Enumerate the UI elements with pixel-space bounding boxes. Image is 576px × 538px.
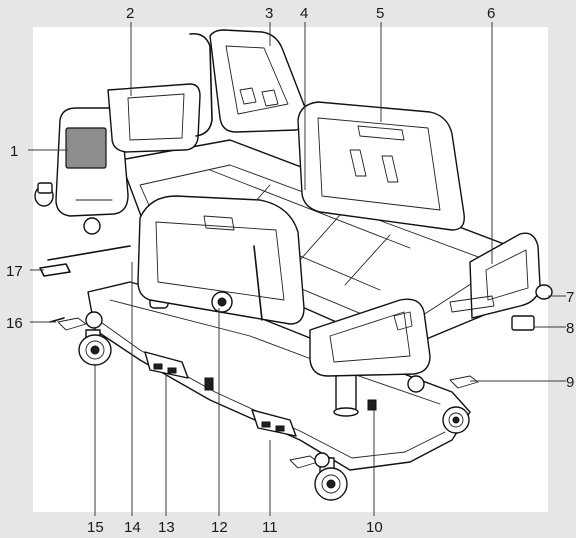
callout-8: 8 (566, 320, 574, 337)
siderail-foot-right (297, 101, 465, 231)
siderail-head-right (209, 29, 308, 133)
caster-rear-right (442, 406, 470, 434)
callout-6: 6 (487, 5, 495, 22)
callout-14: 14 (124, 519, 141, 536)
bed-illustration (34, 29, 553, 501)
callout-17: 17 (6, 263, 23, 280)
callout-7: 7 (566, 289, 574, 306)
callout-12: 12 (211, 519, 228, 536)
brake-pedals (57, 317, 479, 469)
callout-10: 10 (366, 519, 383, 536)
caster-rear-left (34, 182, 54, 207)
callout-9: 9 (566, 374, 574, 391)
callout-13: 13 (158, 519, 175, 536)
callout-1: 1 (10, 143, 18, 160)
callout-5: 5 (376, 5, 384, 22)
head-board (55, 107, 129, 217)
siderail-head-left-front (137, 195, 305, 325)
callout-4: 4 (300, 5, 308, 22)
caster-front-left (78, 329, 112, 366)
callout-2: 2 (126, 5, 134, 22)
display-screen (65, 127, 107, 169)
siderail-head-left (107, 32, 213, 153)
callout-numbers: 1 2 3 4 5 6 7 8 9 10 11 12 13 14 15 16 1… (6, 5, 574, 536)
bumpers-and-handles (39, 217, 535, 468)
caster-wheels (34, 182, 470, 501)
siderail-foot-left (309, 295, 495, 377)
callout-11: 11 (262, 519, 278, 536)
leader-lines (28, 22, 566, 516)
callout-3: 3 (265, 5, 273, 22)
callout-16: 16 (6, 315, 23, 332)
callout-15: 15 (87, 519, 104, 536)
